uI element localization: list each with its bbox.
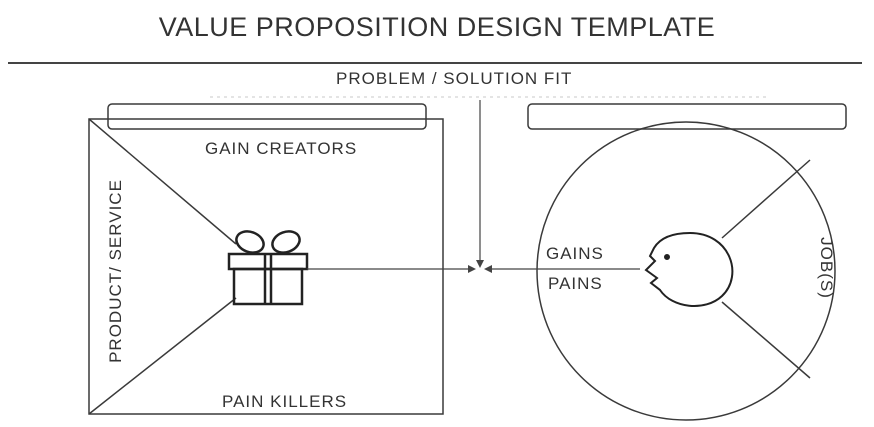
product-service-label: PRODUCT/ SERVICE: [106, 179, 125, 363]
gain-creators-label: GAIN CREATORS: [205, 139, 358, 158]
value-map-header-bar: [107, 103, 427, 130]
value-map-square: [88, 103, 444, 415]
gains-label: GAINS: [546, 244, 604, 263]
customer-profile-circle: [527, 103, 847, 421]
page-title: VALUE PROPOSITION DESIGN TEMPLATE: [158, 12, 716, 42]
fit-arrowhead: [476, 260, 484, 268]
customer-profile-header-bar: [527, 103, 847, 130]
value-map-outline: [88, 118, 444, 415]
diagonal-lower: [88, 297, 237, 415]
divider-lower: [721, 301, 811, 379]
arrowhead-left: [468, 265, 476, 273]
gift-icon: [227, 230, 309, 306]
divider-upper: [721, 159, 811, 239]
pain-killers-label: PAIN KILLERS: [222, 392, 348, 411]
jobs-label: JOB(S): [817, 237, 836, 299]
diagonal-upper: [88, 118, 237, 245]
profile-outline: [536, 121, 836, 421]
face-icon: [644, 231, 734, 308]
arrowhead-right: [484, 265, 492, 273]
pains-label: PAINS: [548, 274, 603, 293]
fit-label: PROBLEM / SOLUTION FIT: [336, 69, 573, 88]
